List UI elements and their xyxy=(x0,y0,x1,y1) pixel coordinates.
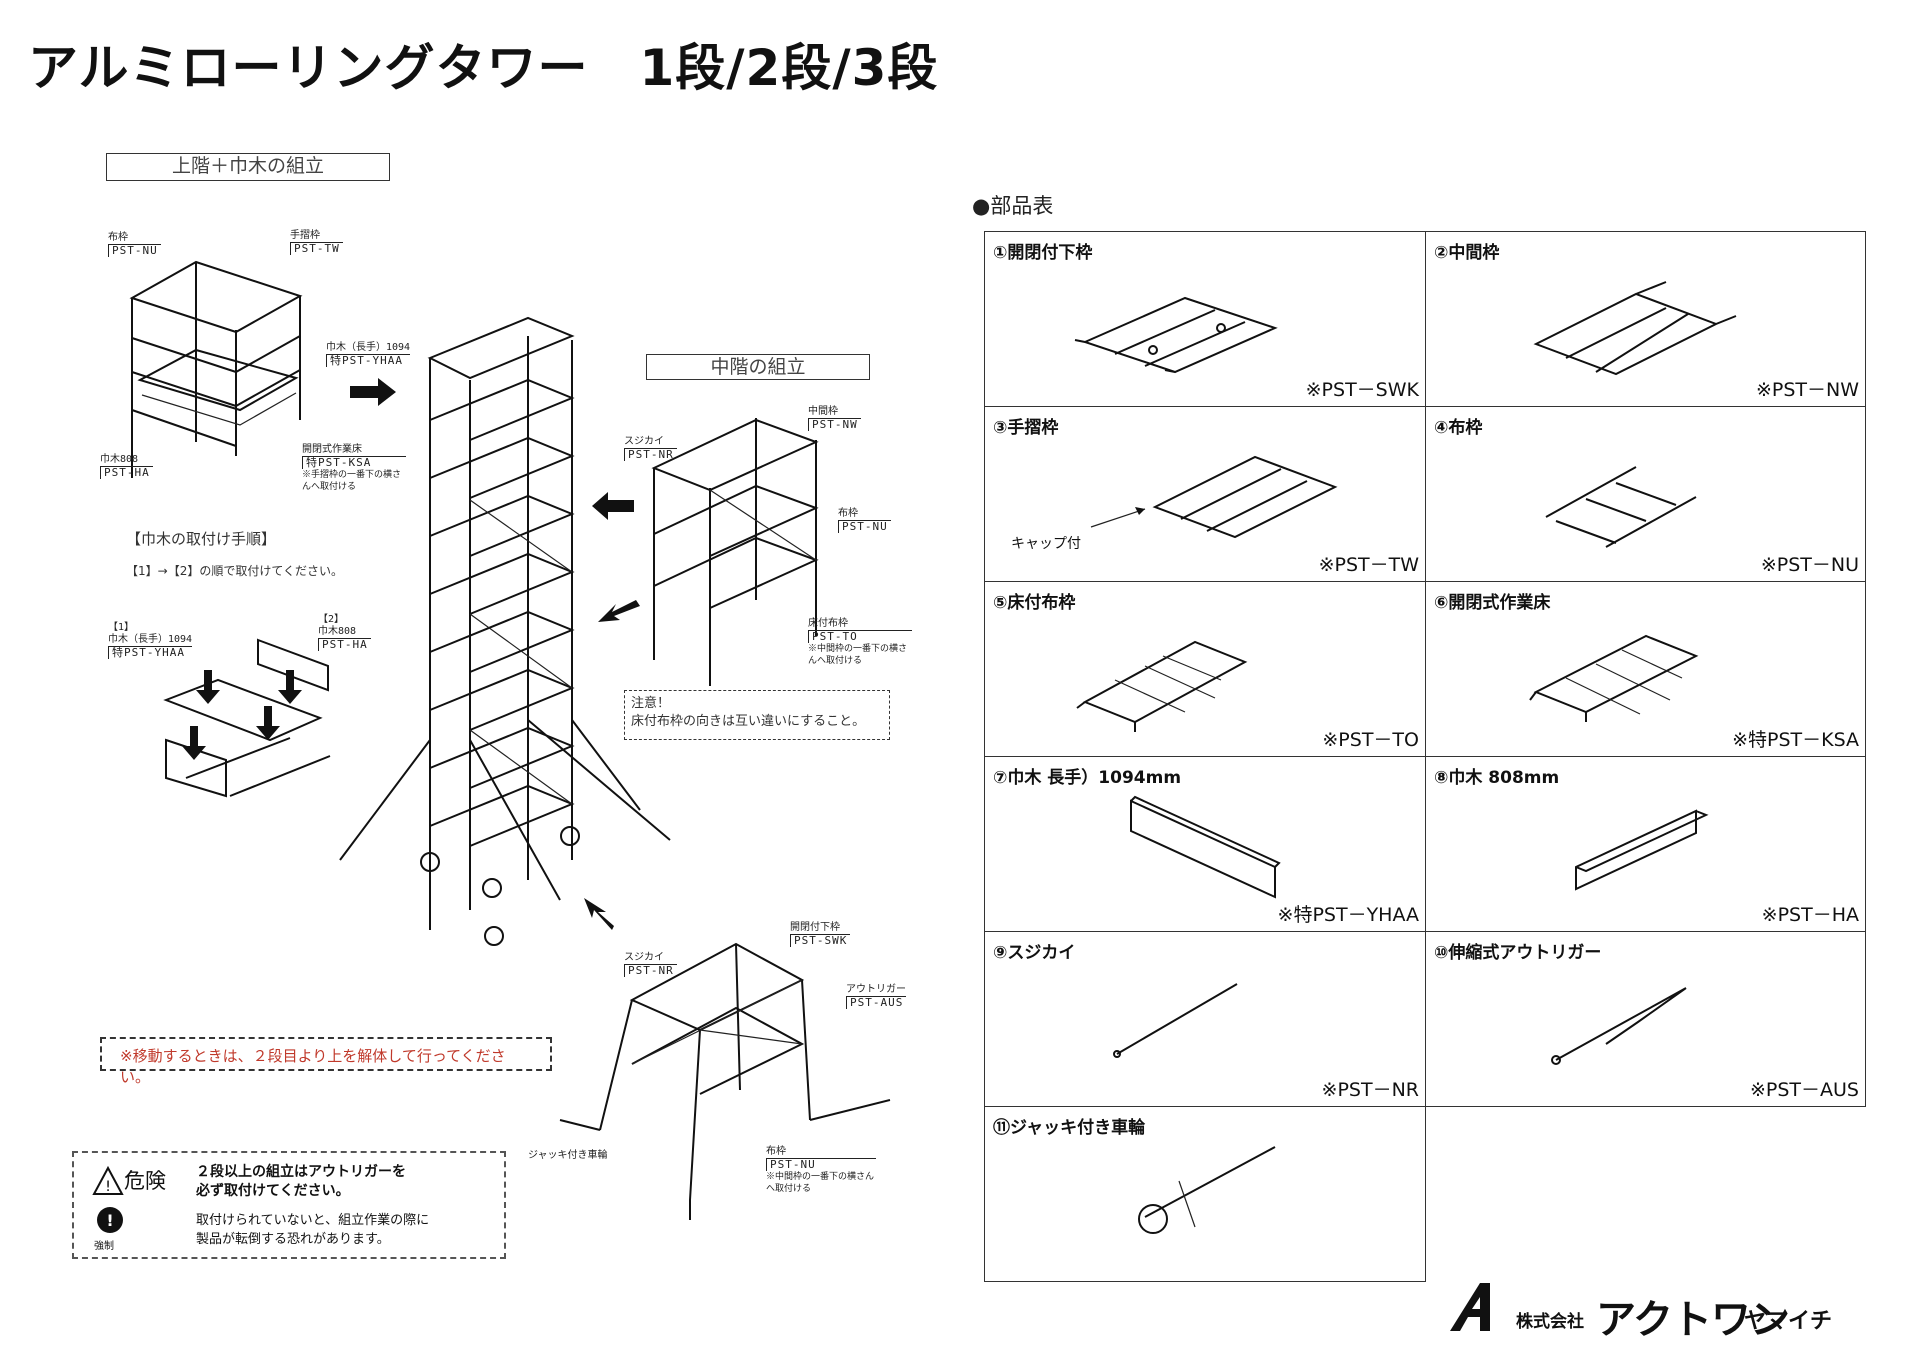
jack-wheel-icon xyxy=(1138,1146,1276,1234)
part-cell-9: ⑨スジカイ ※PST－NR xyxy=(984,931,1426,1107)
part-code: ※PST－TO xyxy=(1322,729,1419,751)
company-sub: ヤマイチ xyxy=(1744,1309,1833,1334)
part-cell-3: ③手摺枠 キャップ付 ※PST－TW xyxy=(984,406,1426,582)
part-cell-1: ①開閉付下枠 ※PST－SWK xyxy=(984,231,1426,407)
label-jack: ジャッキ付き車輪 xyxy=(528,1150,608,1161)
label-kaihei-floor: 開閉式作業床特PST-KSA※手摺枠の一番下の横さんへ取付ける xyxy=(302,444,406,493)
danger-line2: 取付けられていないと、組立作業の際に製品が転倒する恐れがあります。 xyxy=(196,1213,430,1247)
part-name: ②中間枠 xyxy=(1434,243,1500,263)
part-code: ※PST－SWK xyxy=(1305,379,1419,401)
part-name: ⑦巾木 長手）1094mm xyxy=(993,768,1182,788)
cap-label: キャップ付 xyxy=(1011,536,1081,552)
section-upper-assembly: 上階＋巾木の組立 xyxy=(106,153,390,181)
part-code: ※PST－TW xyxy=(1318,554,1419,576)
middle-frame-drawing xyxy=(651,418,819,686)
brace-icon xyxy=(1113,983,1238,1058)
outrigger-icon xyxy=(1551,987,1687,1065)
floor-frame-icon xyxy=(1076,640,1248,732)
part-name: ⑩伸縮式アウトリガー xyxy=(1434,943,1602,963)
parts-heading: ●部品表 xyxy=(972,194,1054,218)
arrows xyxy=(182,378,640,930)
habaki-steps-title: 【巾木の取付け手順】 xyxy=(126,530,277,548)
part-name: ⑥開閉式作業床 xyxy=(1434,593,1551,613)
part-code: ※PST－NR xyxy=(1321,1079,1419,1101)
part-cell-8: ⑧巾木 808mm ※PST－HA xyxy=(1425,756,1866,932)
tower-drawing xyxy=(339,316,671,946)
part-name: ⑤床付布枠 xyxy=(993,593,1076,613)
page-title: アルミローリングタワー 1段/2段/3段 xyxy=(28,39,939,97)
frame-rail-icon xyxy=(1090,455,1338,539)
danger-label: 危険 xyxy=(124,1169,166,1193)
part-cell-2: ②中間枠 ※PST－NW xyxy=(1425,231,1866,407)
caution-text: 床付布枠の向きは互い違いにすること。 xyxy=(631,714,866,729)
part-name: ⑪ジャッキ付き車輪 xyxy=(993,1118,1146,1138)
part-name: ①開閉付下枠 xyxy=(993,243,1093,263)
habaki-steps-text: 【1】→【2】の順で取付けてください。 xyxy=(126,564,343,578)
part-code: ※特PST－YHAA xyxy=(1277,904,1419,926)
danger-box: 危険 ２段以上の組立はアウトリガーを必ず取付けてください。 取付けられていないと… xyxy=(72,1151,506,1259)
forced-label: 強制 xyxy=(94,1241,114,1252)
part-name: ④布枠 xyxy=(1434,418,1483,438)
part-cell-7: ⑦巾木 長手）1094mm ※特PST－YHAA xyxy=(984,756,1426,932)
work-floor-icon xyxy=(1529,634,1699,722)
company-logo-icon xyxy=(1450,1283,1490,1331)
frame-open-icon xyxy=(1074,296,1278,374)
part-code: ※PST－NW xyxy=(1755,379,1859,401)
part-cell-5: ⑤床付布枠 ※PST－TO xyxy=(984,581,1426,757)
toeboard-long-icon xyxy=(1130,795,1281,899)
frame-middle-icon xyxy=(1533,281,1737,376)
svg-text:!: ! xyxy=(106,1211,113,1230)
part-cell-10: ⑩伸縮式アウトリガー ※PST－AUS xyxy=(1425,931,1866,1107)
part-code: ※特PST－KSA xyxy=(1732,729,1859,751)
company-name: アクトワン xyxy=(1596,1297,1790,1343)
move-note-box: ※移動するときは、２段目より上を解体して行ってください。 xyxy=(100,1037,552,1086)
caution-box: 注意！ 床付布枠の向きは互い違いにすること。 xyxy=(624,690,890,740)
parts-table: ①開閉付下枠 ※PST－SWK ②中間枠 ※PST－NW ③手摺枠 キャップ付 … xyxy=(984,231,1866,1289)
part-name: ③手摺枠 xyxy=(993,418,1059,438)
part-cell-4: ④布枠 ※PST－NU xyxy=(1425,406,1866,582)
mandatory-icon: ! xyxy=(97,1207,123,1233)
warning-triangle-icon: ! xyxy=(92,1165,124,1195)
part-code: ※PST－AUS xyxy=(1749,1079,1859,1101)
part-cell-11: ⑪ジャッキ付き車輪 xyxy=(984,1106,1426,1282)
bottom-frame-drawing xyxy=(559,942,891,1220)
part-code: ※PST－HA xyxy=(1761,904,1859,926)
part-name: ⑨スジカイ xyxy=(993,943,1076,963)
danger-line1: ２段以上の組立はアウトリガーを必ず取付けてください。 xyxy=(196,1164,406,1199)
frame-cloth-icon xyxy=(1545,466,1697,548)
upper-frame-drawing xyxy=(129,260,303,478)
part-code: ※PST－NU xyxy=(1760,554,1859,576)
section-middle-assembly: 中階の組立 xyxy=(646,354,870,380)
part-cell-6: ⑥開閉式作業床 ※特PST－KSA xyxy=(1425,581,1866,757)
toeboard-short-icon xyxy=(1575,809,1709,891)
habaki-step-drawing xyxy=(163,638,331,798)
company-prefix: 株式会社 xyxy=(1516,1312,1584,1332)
part-name: ⑧巾木 808mm xyxy=(1434,768,1560,788)
svg-text:!: ! xyxy=(105,1179,111,1195)
assembly-illustration: ! ! xyxy=(92,260,891,1233)
move-note-text: ※移動するときは、２段目より上を解体して行ってください。 xyxy=(120,1047,506,1086)
caution-title: 注意！ xyxy=(631,696,671,711)
company-logo: 株式会社 アクトワン ヤマイチ xyxy=(1446,1279,1886,1343)
